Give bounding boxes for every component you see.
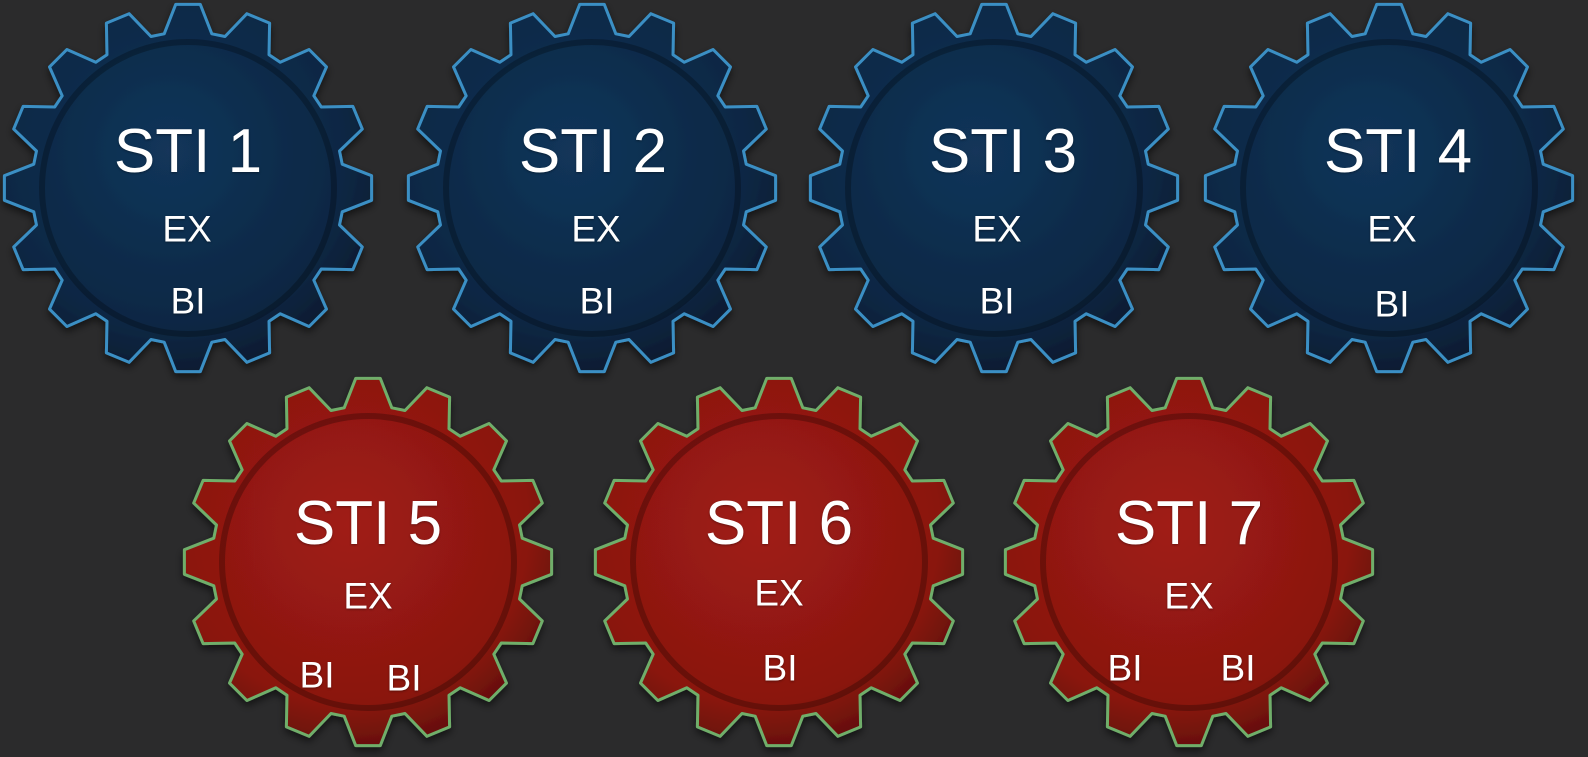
gear-bi-label: BI [1220, 647, 1256, 689]
gear-shape [1003, 376, 1375, 748]
gear-title: STI 2 [518, 117, 668, 186]
gear-inner-rim [630, 413, 928, 711]
gear-bi-label: BI [299, 654, 335, 696]
gear-bi-label: BI [579, 280, 615, 322]
gear-body [1203, 2, 1575, 374]
gear-ex-label: EX [754, 572, 804, 614]
gear-ex-label: EX [162, 208, 212, 250]
gear-bi-label: BI [762, 647, 798, 689]
gear-title: STI 5 [293, 489, 443, 558]
gear-body [2, 2, 374, 374]
gear-ex-label: EX [1164, 575, 1214, 617]
gear-title: STI 3 [928, 117, 1078, 186]
gear-shape [406, 2, 778, 374]
gear-title: STI 4 [1323, 117, 1473, 186]
gear-body [593, 376, 965, 748]
gear-shape [182, 376, 554, 748]
gear-shape [593, 376, 965, 748]
gear-ex-label: EX [571, 208, 621, 250]
gear-shape [2, 2, 374, 374]
gear-body [182, 376, 554, 748]
gear-body [1003, 376, 1375, 748]
gear-title: STI 1 [113, 117, 263, 186]
gear-shape [1203, 2, 1575, 374]
gear-ex-label: EX [972, 208, 1022, 250]
gear-bi-label: BI [979, 280, 1015, 322]
gear-title: STI 6 [704, 489, 854, 558]
gear-shape [808, 2, 1180, 374]
gear-body [808, 2, 1180, 374]
gear-inner-rim [1240, 39, 1538, 337]
gear-bi-label: BI [170, 280, 206, 322]
gear-title: STI 7 [1114, 489, 1264, 558]
gear-body [406, 2, 778, 374]
gear-bi-label: BI [1107, 647, 1143, 689]
gear-inner-rim [1040, 413, 1338, 711]
gear-inner-rim [845, 39, 1143, 337]
gear-ex-label: EX [343, 575, 393, 617]
gear-inner-rim [443, 39, 741, 337]
gear-bi-label: BI [1374, 283, 1410, 325]
gear-inner-rim [39, 39, 337, 337]
gear-inner-rim [219, 413, 517, 711]
gear-bi-label: BI [386, 657, 422, 699]
gear-ex-label: EX [1367, 208, 1417, 250]
